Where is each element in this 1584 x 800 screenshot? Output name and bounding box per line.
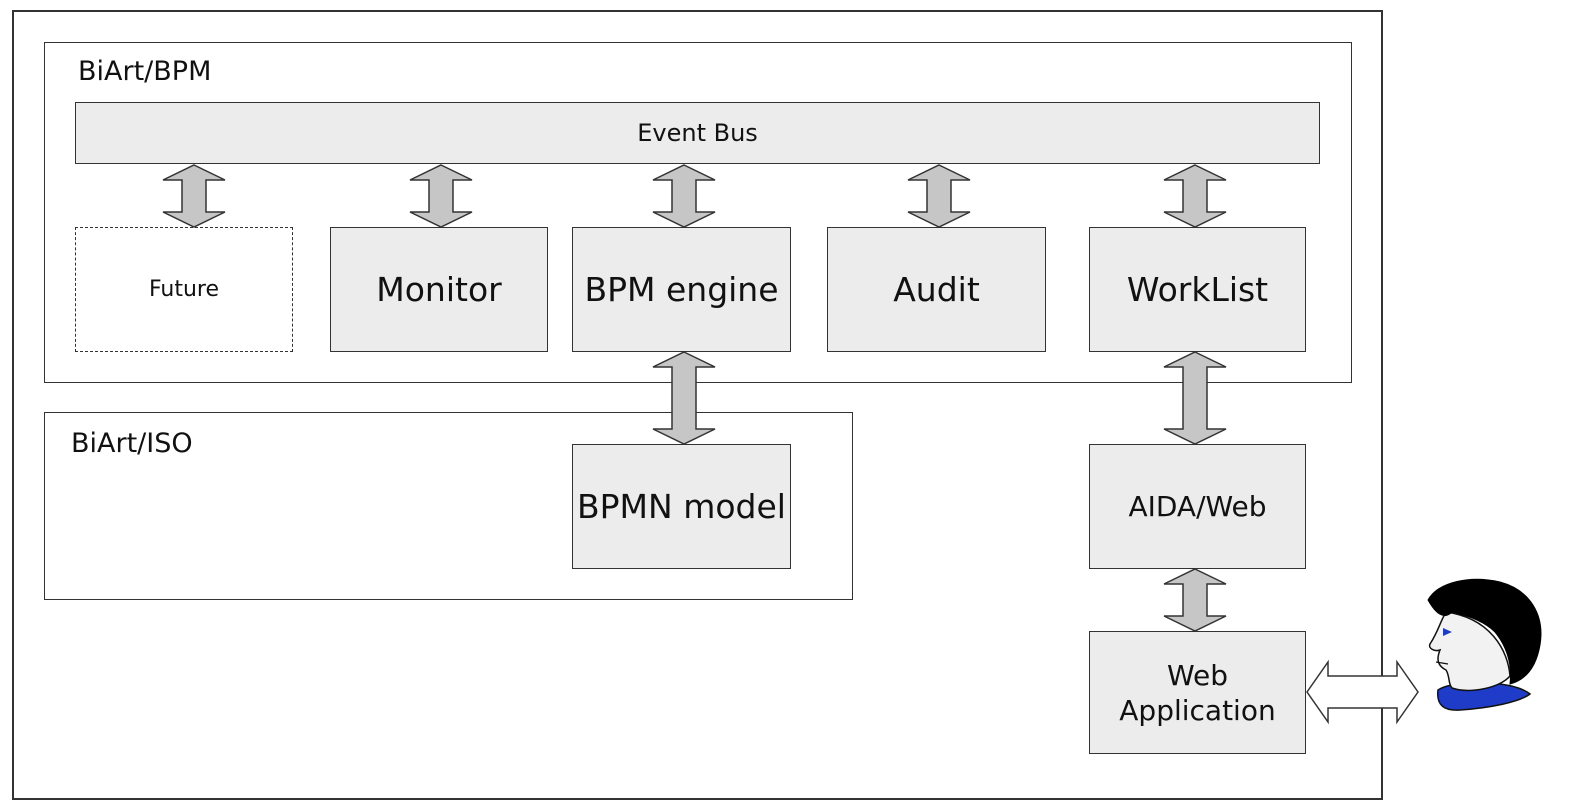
double-arrow-icon (652, 351, 716, 445)
web-application-line2: Application (1119, 693, 1276, 727)
group-label-biart-iso: BiArt/ISO (71, 428, 193, 459)
event-bus: Event Bus (75, 102, 1320, 164)
component-monitor: Monitor (330, 227, 548, 352)
component-worklist: WorkList (1089, 227, 1306, 352)
double-arrow-icon (409, 164, 473, 228)
web-application-line1: Web (1166, 658, 1229, 692)
component-bpmn-model: BPMN model (572, 444, 791, 569)
double-arrow-icon (162, 164, 226, 228)
double-arrow-icon (652, 164, 716, 228)
component-future: Future (75, 227, 293, 352)
group-label-biart-bpm: BiArt/BPM (78, 56, 212, 87)
double-arrow-icon (1163, 351, 1227, 445)
group-biart-iso (44, 412, 853, 600)
double-arrow-icon (1163, 568, 1227, 632)
component-aida-web: AIDA/Web (1089, 444, 1306, 569)
double-arrow-icon (1306, 659, 1419, 725)
user-icon (1427, 578, 1542, 711)
component-audit: Audit (827, 227, 1046, 352)
component-web-application: Web Application (1089, 631, 1306, 754)
group-biart-bpm (44, 42, 1352, 383)
component-bpm-engine: BPM engine (572, 227, 791, 352)
double-arrow-icon (907, 164, 971, 228)
double-arrow-icon (1163, 164, 1227, 228)
